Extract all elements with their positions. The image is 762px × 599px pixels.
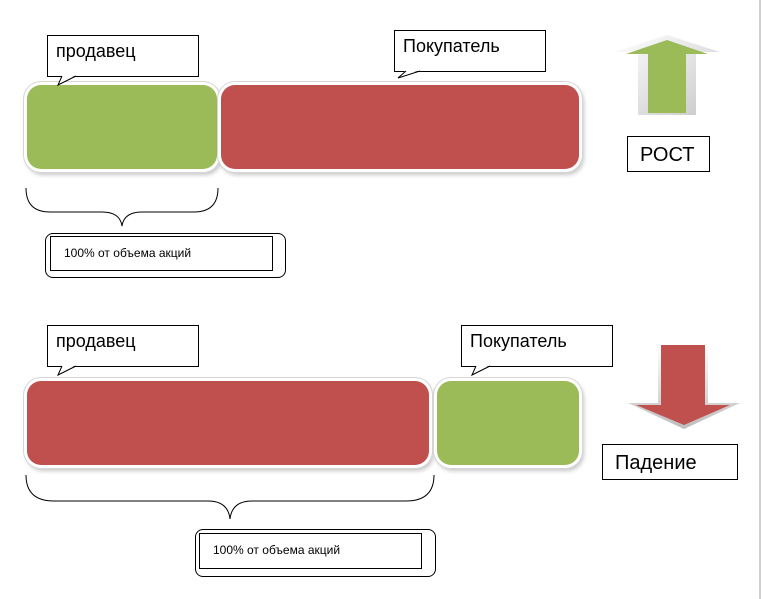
volume-note-text-decline: 100% от объема акций [213, 543, 341, 557]
curly-brace-decline [25, 474, 435, 520]
down-arrow-icon [628, 345, 740, 429]
buyer-callout-growth: Покупатель [394, 30, 546, 79]
decline-trend-label: Падение [602, 444, 738, 480]
callout-tail [56, 365, 77, 377]
seller-label-growth: продавец [56, 41, 136, 61]
up-arrow-icon [614, 35, 720, 115]
growth-trend-text: РОСТ [640, 144, 695, 166]
decline-trend-text: Падение [615, 452, 697, 474]
volume-note-growth: 100% от объема акций [50, 236, 273, 271]
seller-callout-decline: продавец [47, 325, 199, 377]
seller-callout-growth: продавец [47, 35, 199, 87]
page-edge [759, 0, 761, 599]
buyer-label-decline: Покупатель [470, 331, 567, 351]
callout-tail [397, 70, 421, 79]
buyer-callout-decline: Покупатель [461, 325, 613, 377]
growth-trend-label: РОСТ [627, 136, 710, 172]
seller-bar-growth [27, 85, 217, 169]
seller-bar-decline [27, 381, 429, 465]
volume-note-text-growth: 100% от объема акций [64, 246, 192, 260]
buyer-bar-growth [221, 85, 579, 169]
volume-note-decline: 100% от объема акций [199, 533, 422, 569]
buyer-bar-decline [437, 381, 579, 465]
curly-brace-growth [25, 187, 219, 227]
callout-tail [56, 75, 77, 87]
callout-tail [470, 365, 491, 377]
seller-label-decline: продавец [56, 331, 136, 351]
buyer-label-growth: Покупатель [403, 36, 500, 56]
